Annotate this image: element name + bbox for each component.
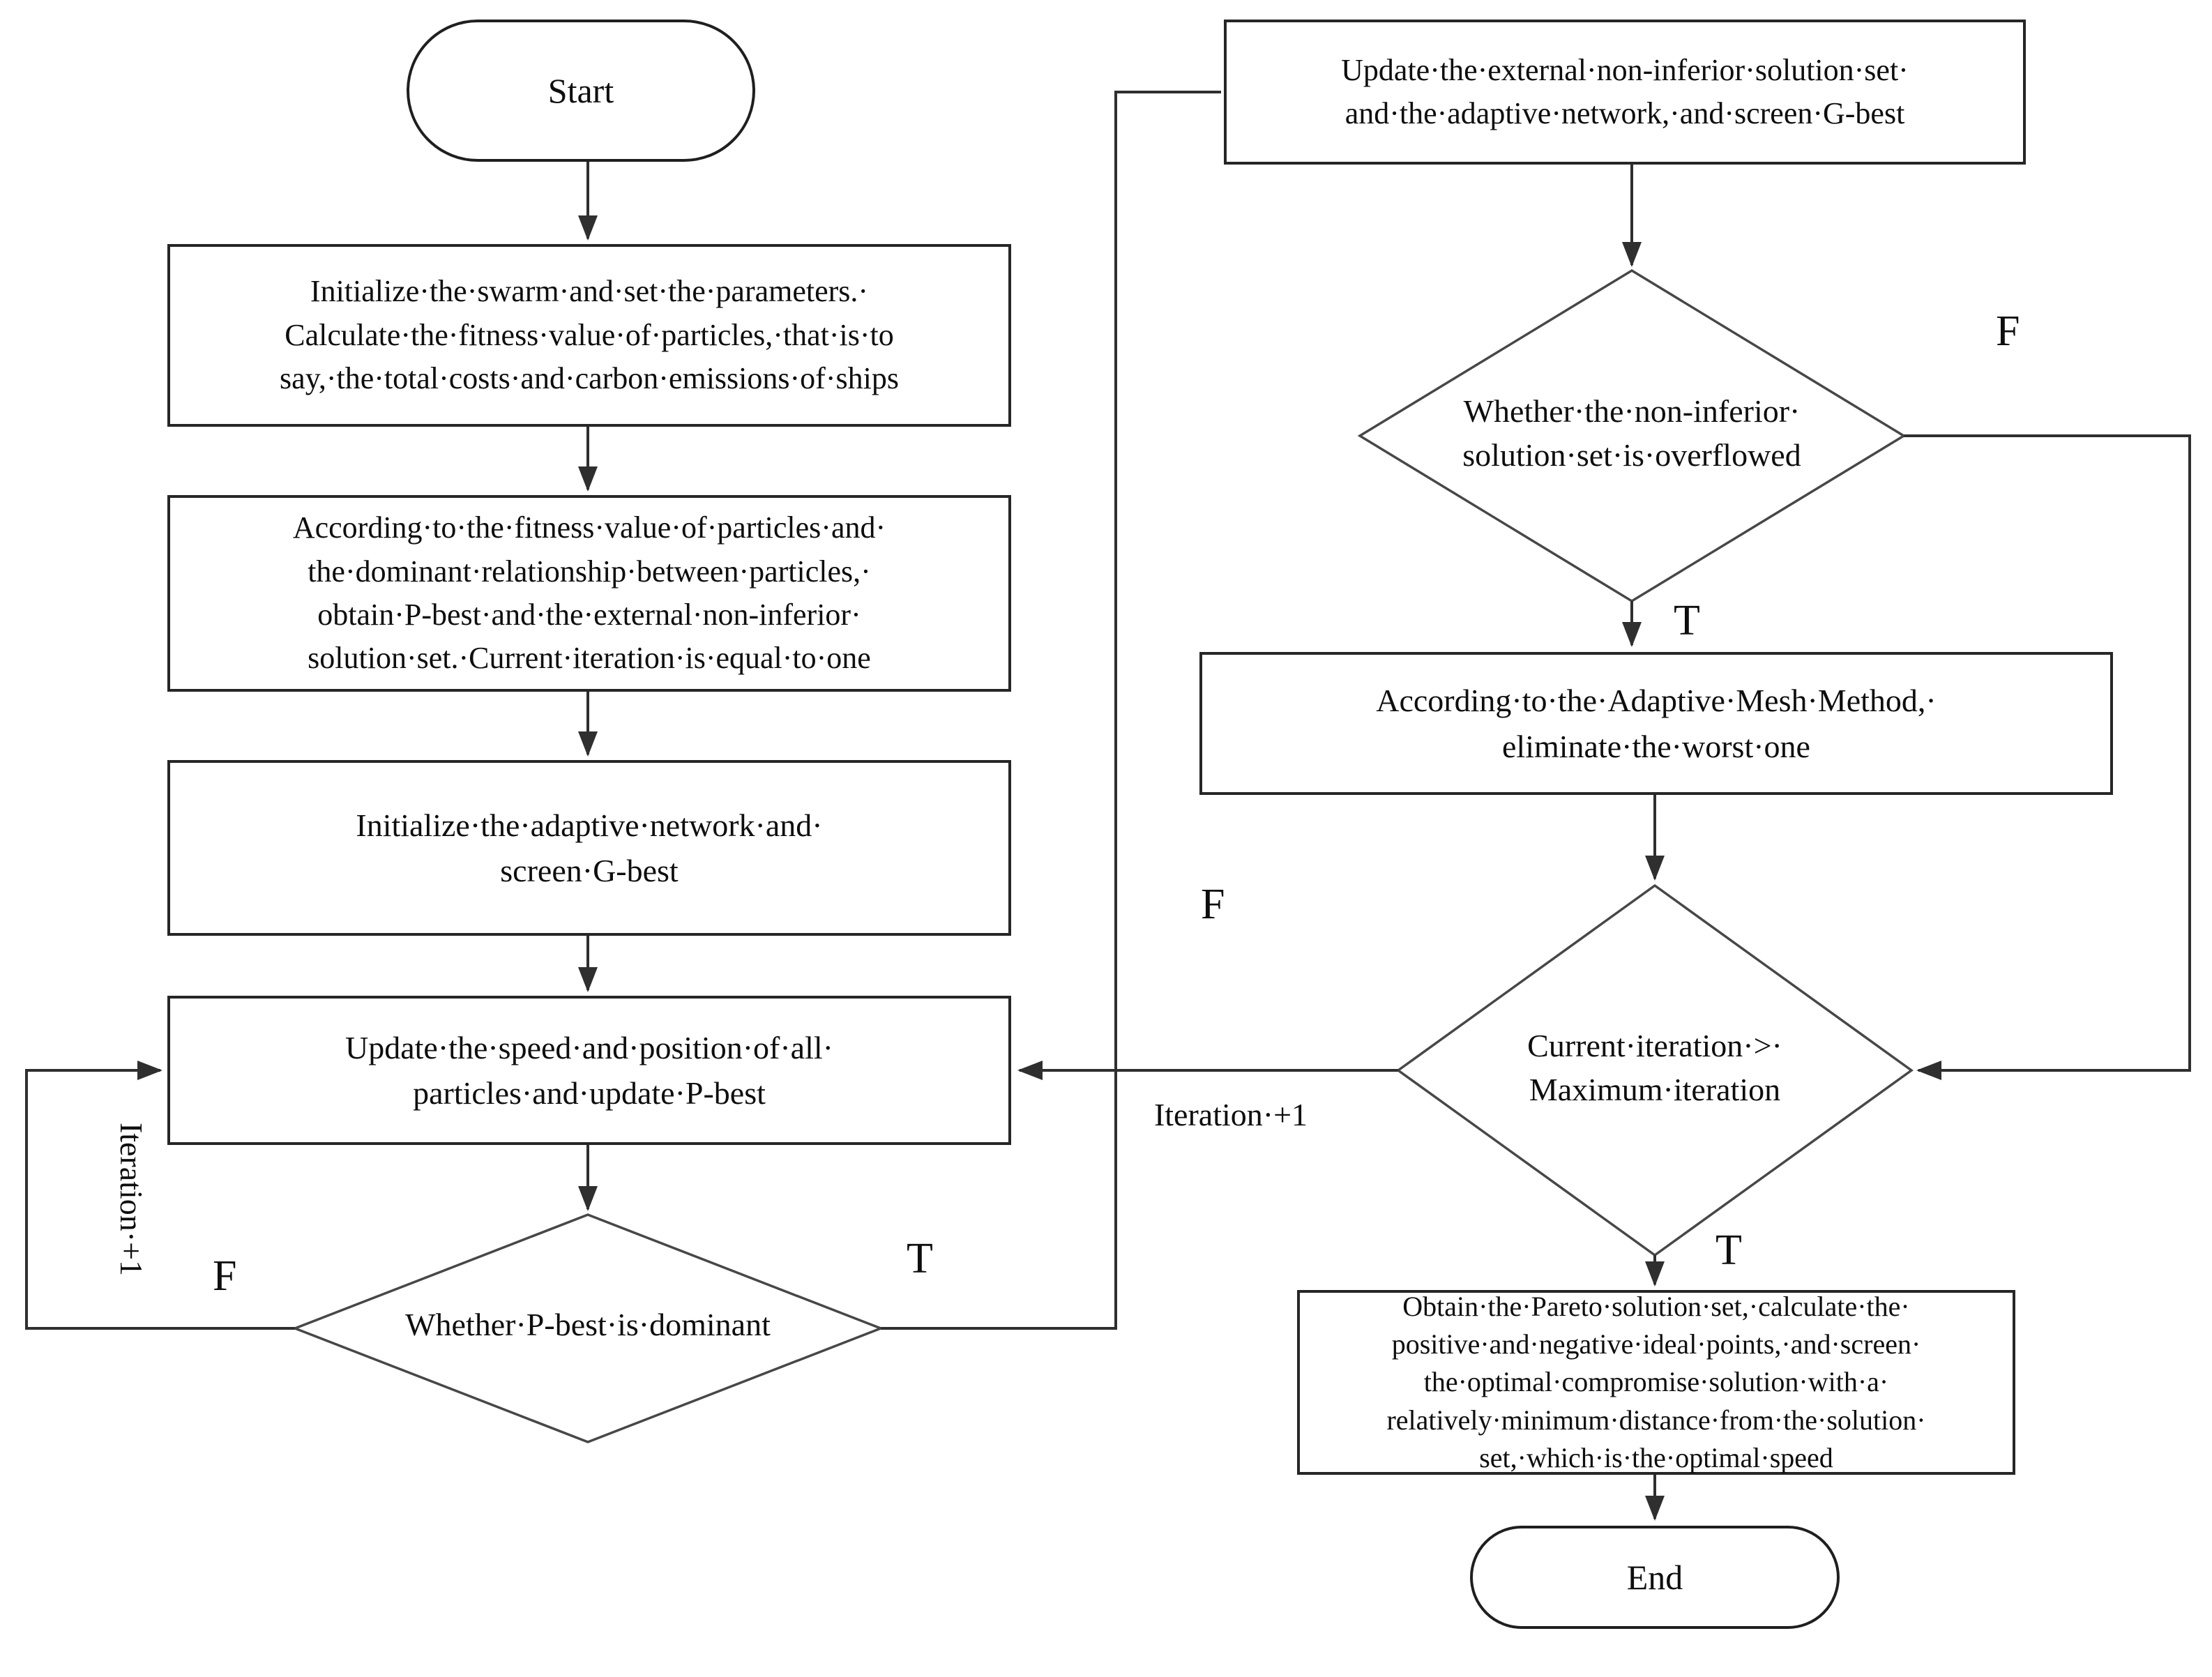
label-overflow-true: T — [1674, 597, 1700, 644]
label-pbest-true: T — [907, 1235, 933, 1282]
process-box-pareto: Obtain·the·Pareto·solution·set,·calculat… — [1297, 1290, 2015, 1475]
process-box-update-speed: Update·the·speed·and·position·of·all· pa… — [167, 996, 1011, 1145]
process-box-init-network: Initialize·the·adaptive·network·and· scr… — [167, 760, 1011, 936]
box-line: the·dominant·relationship·between·partic… — [308, 554, 871, 589]
label-pbest-false: F — [213, 1252, 237, 1300]
decision-line: solution·set·is·overflowed — [1462, 437, 1801, 473]
end-terminal: End — [1470, 1526, 1840, 1629]
box-line: the·optimal·compromise·solution·with·a· — [1423, 1366, 1889, 1398]
box-line: particles·and·update·P-best — [413, 1075, 766, 1111]
box-line: relatively·minimum·distance·from·the·sol… — [1386, 1404, 1926, 1436]
start-terminal: Start — [407, 20, 755, 162]
box-line: set,·which·is·the·optimal·speed — [1479, 1442, 1833, 1474]
label-max-iteration-true: T — [1715, 1227, 1742, 1274]
label-iteration-plus-one-return: Iteration·+1 — [1153, 1097, 1308, 1132]
process-box-adaptive-mesh: According·to·the·Adaptive·Mesh·Method,· … — [1199, 652, 2113, 795]
start-label: Start — [547, 70, 614, 110]
decision-overflow-text: Whether·the·non-inferior· solution·set·i… — [1388, 389, 1876, 478]
decision-line: Current·iteration·>· — [1527, 1028, 1782, 1063]
edge-overflow-false-to-max-iteration — [1904, 434, 2191, 1080]
box-line: solution·set.·Current·iteration·is·equal… — [308, 641, 871, 676]
box-line: positive·and·negative·ideal·points,·and·… — [1391, 1328, 1921, 1360]
box-line: and·the·adaptive·network,·and·screen·G-b… — [1344, 96, 1905, 130]
box-line: eliminate·the·worst·one — [1502, 728, 1810, 764]
decision-line: Whether·P-best·is·dominant — [405, 1307, 771, 1342]
box-line: screen·G-best — [500, 853, 679, 888]
box-line: say,·the·total·costs·and·carbon·emission… — [280, 361, 899, 396]
decision-pbest-dominant-shape — [291, 1213, 884, 1443]
label-overflow-false: F — [1996, 308, 2020, 355]
box-line: According·to·the·Adaptive·Mesh·Method,· — [1376, 683, 1937, 719]
box-line: Initialize·the·adaptive·network·and· — [356, 807, 823, 843]
box-line: According·to·the·fitness·value·of·partic… — [292, 510, 886, 545]
box-line: Calculate·the·fitness·value·of·particles… — [285, 317, 894, 352]
process-box-init-swarm: Initialize·the·swarm·and·set·the·paramet… — [167, 244, 1011, 427]
box-line: Initialize·the·swarm·and·set·the·paramet… — [310, 274, 869, 309]
edge-pbest-true-to-update-external — [881, 91, 1221, 1330]
label-max-iteration-false: F — [1201, 881, 1225, 928]
decision-line: Maximum·iteration — [1529, 1072, 1781, 1108]
box-line: Obtain·the·Pareto·solution·set,·calculat… — [1402, 1290, 1910, 1322]
edge-pbest-false-loop — [25, 1061, 295, 1330]
decision-line: Whether·the·non-inferior· — [1463, 393, 1801, 429]
process-box-fitness-pbest: According·to·the·fitness·value·of·partic… — [167, 495, 1011, 692]
box-line: obtain·P-best·and·the·external·non-infer… — [317, 598, 861, 632]
box-line: Update·the·external·non-inferior·solutio… — [1341, 52, 1909, 87]
decision-pbest-dominant-text: Whether·P-best·is·dominant — [309, 1303, 867, 1346]
process-box-update-external: Update·the·external·non-inferior·solutio… — [1224, 20, 2026, 165]
box-line: Update·the·speed·and·position·of·all· — [345, 1029, 833, 1065]
decision-max-iteration-text: Current·iteration·>· Maximum·iteration — [1411, 1024, 1899, 1112]
label-iteration-plus-one-left: Iteration·+1 — [114, 1122, 149, 1277]
end-label: End — [1626, 1557, 1683, 1597]
